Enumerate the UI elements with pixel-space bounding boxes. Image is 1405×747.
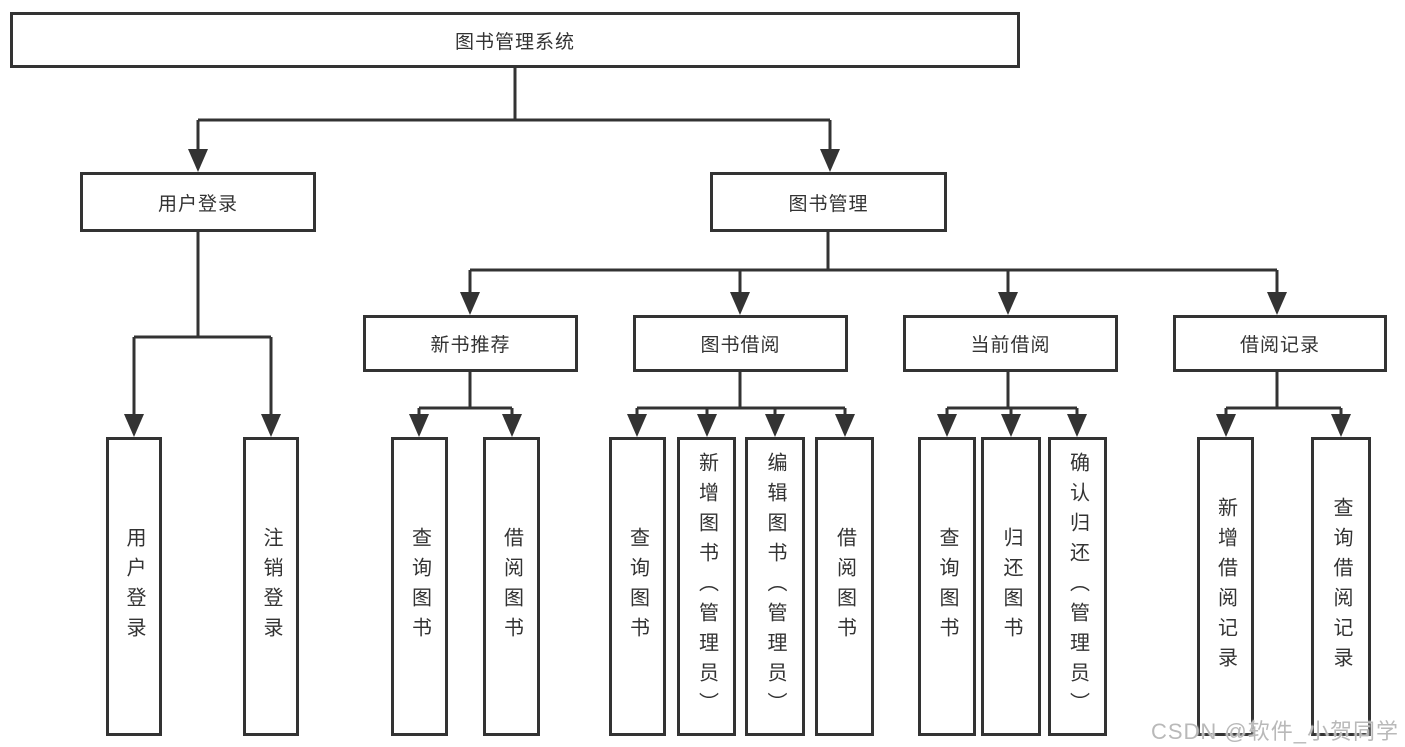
node-borrow-record-label: 借阅记录 (1239, 335, 1320, 356)
node-leaf-record-add-record: 新增借阅记录 (1197, 437, 1254, 736)
node-leaf-borrow-query-book: 查询图书 (609, 437, 666, 736)
node-leaf-newbook-borrow-book: 借阅图书 (483, 437, 540, 736)
node-leaf-user-login-label: 用户登录 (123, 526, 145, 647)
node-leaf-current-confirm-return-admin-label: 确认归还（管理员） (1066, 451, 1089, 722)
node-book-borrow-label: 图书借阅 (700, 335, 781, 356)
node-leaf-record-add-record-label: 新增借阅记录 (1214, 496, 1237, 677)
node-user-login: 用户登录 (80, 172, 316, 232)
node-leaf-user-login: 用户登录 (106, 437, 162, 736)
node-leaf-borrow-edit-book-admin-label: 编辑图书（管理员） (764, 451, 786, 722)
node-leaf-current-query-book-label: 查询图书 (936, 526, 958, 647)
node-leaf-current-return-book: 归还图书 (981, 437, 1041, 736)
node-leaf-current-return-book-label: 归还图书 (1000, 526, 1022, 647)
node-leaf-record-query-record: 查询借阅记录 (1311, 437, 1371, 736)
node-leaf-current-confirm-return-admin: 确认归还（管理员） (1048, 437, 1107, 736)
node-leaf-newbook-borrow-book-label: 借阅图书 (500, 526, 523, 647)
node-book-management: 图书管理 (710, 172, 947, 232)
node-borrow-record: 借阅记录 (1173, 315, 1387, 372)
node-leaf-logout-label: 注销登录 (260, 526, 282, 647)
node-leaf-newbook-query-book-label: 查询图书 (408, 526, 431, 647)
node-book-management-label: 图书管理 (788, 193, 869, 215)
csdn-watermark: CSDN @软件_小贺同学 (1150, 719, 1399, 744)
node-leaf-logout: 注销登录 (243, 437, 299, 736)
node-current-borrow: 当前借阅 (903, 315, 1118, 372)
node-leaf-borrow-borrow-book: 借阅图书 (815, 437, 874, 736)
node-leaf-newbook-query-book: 查询图书 (391, 437, 448, 736)
node-root: 图书管理系统 (10, 12, 1020, 68)
node-leaf-borrow-add-book-admin: 新增图书（管理员） (677, 437, 736, 736)
node-leaf-borrow-add-book-admin-label: 新增图书（管理员） (695, 451, 718, 722)
node-current-borrow-label: 当前借阅 (970, 335, 1051, 356)
node-leaf-current-query-book: 查询图书 (918, 437, 976, 736)
node-user-login-label: 用户登录 (157, 193, 238, 215)
node-leaf-record-query-record-label: 查询借阅记录 (1330, 496, 1352, 677)
node-leaf-borrow-query-book-label: 查询图书 (626, 526, 649, 647)
node-root-label: 图书管理系统 (454, 31, 575, 53)
node-new-book-recommend: 新书推荐 (363, 315, 578, 372)
node-leaf-borrow-edit-book-admin: 编辑图书（管理员） (745, 437, 805, 736)
node-leaf-borrow-borrow-book-label: 借阅图书 (833, 526, 856, 647)
node-new-book-recommend-label: 新书推荐 (430, 335, 511, 356)
node-book-borrow: 图书借阅 (633, 315, 848, 372)
